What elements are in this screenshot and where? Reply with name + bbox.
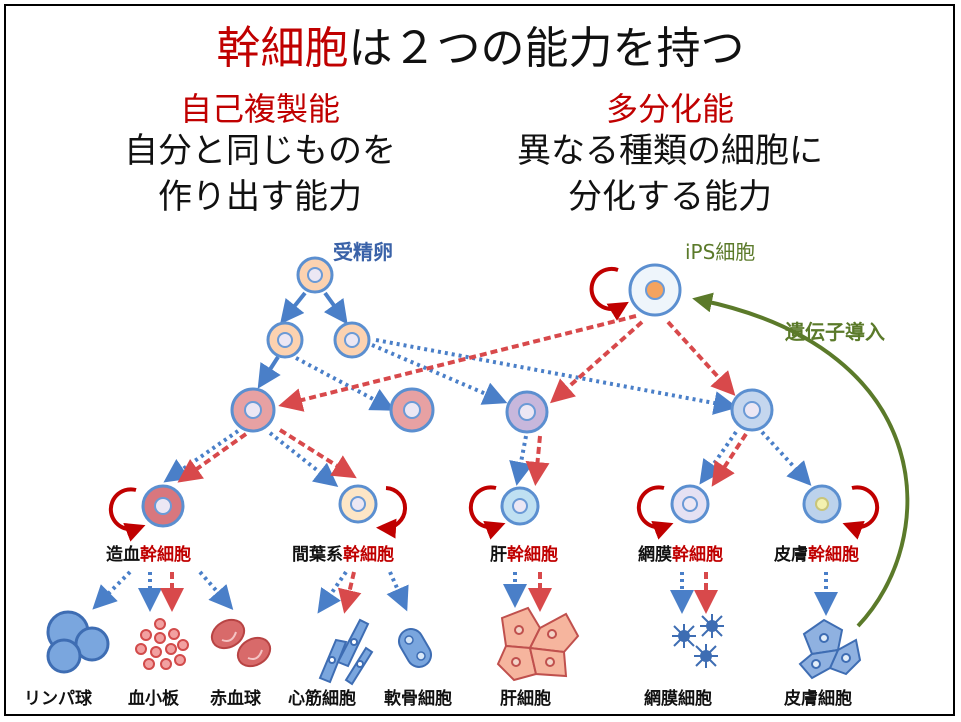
embryo-cell-b: [389, 387, 435, 433]
liver-stem-cell: [500, 486, 540, 526]
liver-stem-label: 肝幹細胞: [490, 545, 558, 565]
gene-transfer-label: 遺伝子導入: [785, 320, 885, 344]
self-renewal-loops: [108, 266, 880, 542]
hepatocyte-cells: [496, 606, 580, 682]
lymphocyte-label: リンパ球: [24, 689, 92, 709]
retina-stem-cell: [670, 484, 710, 524]
mesenchymal-stem-label: 間葉系幹細胞: [292, 545, 394, 565]
skin-stem-cell: [802, 484, 842, 524]
lymphocyte-cells: [46, 610, 110, 674]
ips-cell: [628, 263, 682, 317]
title-rest: は２つの能力を持つ: [348, 23, 745, 74]
zygote-label: 受精卵: [333, 240, 393, 264]
hepatocyte-label: 肝細胞: [500, 689, 551, 709]
hematopoietic-stem-label: 造血幹細胞: [106, 545, 191, 565]
platelet-label: 血小板: [128, 689, 179, 709]
blue-dotted-arrows: [92, 338, 838, 616]
self-renewal-line1: 自分と同じものを: [124, 131, 396, 171]
gene-transfer-arrow: [692, 292, 910, 628]
zygote-division-arrows: [257, 291, 348, 389]
multipotency-line1: 異なる種類の細胞に: [517, 131, 823, 171]
skin-cell-label: 皮膚細胞: [784, 689, 852, 709]
retinal-cells: [672, 614, 724, 668]
chondrocyte-cells: [398, 628, 432, 668]
self-renewal-line2: 作り出す能力: [158, 177, 362, 217]
cardiomyocyte-label: 心筋細胞: [288, 689, 356, 709]
red-blood-cells: [210, 618, 272, 668]
zygote-cell: [296, 256, 334, 294]
page-title: 幹細胞は２つの能力を持つ: [0, 12, 961, 76]
multipotency-line2: 分化する能力: [568, 177, 772, 217]
red-blood-cell-label: 赤血球: [210, 689, 261, 709]
retina-stem-label: 網膜幹細胞: [638, 545, 723, 565]
two-cell-right: [333, 321, 371, 359]
platelet-cells: [135, 618, 189, 670]
embryo-cell-a: [230, 387, 276, 433]
embryo-cell-c: [505, 390, 549, 434]
cardiomyocyte-cells: [318, 618, 374, 686]
red-dashed-arrows: [160, 314, 748, 614]
retinal-cell-label: 網膜細胞: [644, 689, 712, 709]
ips-label: iPS細胞: [685, 240, 756, 264]
hematopoietic-stem-cell: [141, 484, 185, 528]
self-renewal-heading: 自己複製能: [179, 90, 340, 128]
embryo-cell-d: [730, 388, 774, 432]
title-stem-cell: 幹細胞: [216, 23, 349, 74]
chondrocyte-label: 軟骨細胞: [384, 689, 452, 709]
multipotency-heading: 多分化能: [605, 90, 734, 128]
diagram-frame: [4, 4, 955, 716]
skin-cells: [798, 618, 862, 680]
two-cell-left: [266, 321, 304, 359]
skin-stem-label: 皮膚幹細胞: [774, 545, 859, 565]
mesenchymal-stem-cell: [338, 484, 378, 524]
